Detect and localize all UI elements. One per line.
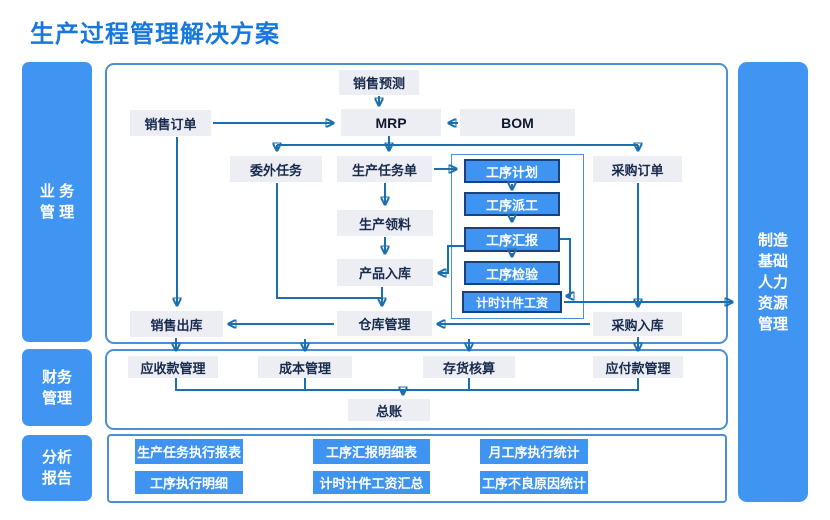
node-payables-management: 应付款管理 [593,356,683,378]
report-monthly-process-execution: 月工序执行统计 [480,439,588,464]
node-process-dispatch: 工序派工 [464,192,560,216]
report-production-task-execution: 生产任务执行报表 [135,439,243,464]
node-cost-management: 成本管理 [258,356,352,378]
node-purchase-inbound: 采购入库 [593,312,682,336]
node-product-inbound: 产品入库 [337,259,433,286]
report-process-report-detail: 工序汇报明细表 [313,439,430,464]
node-purchase-order: 采购订单 [593,156,682,182]
report-time-piece-wage-summary: 计时计件工资汇总 [313,471,430,494]
node-process-plan: 工序计划 [464,159,560,183]
node-production-task: 生产任务单 [337,156,432,182]
node-sales-order: 销售订单 [130,110,211,136]
node-process-inspection: 工序检验 [464,261,560,285]
sidebar-manufacturing-hr-resources: 制造 基础 人力 资源 管理 [738,62,808,502]
node-outsourcing-task: 委外任务 [230,156,322,182]
node-sales-forecast: 销售预测 [339,70,419,95]
sidebar-business-management: 业 务 管 理 [22,62,92,342]
node-bom: BOM [460,109,575,136]
node-receivables-management: 应收款管理 [128,356,218,378]
node-time-piece-wage: 计时计件工资 [462,291,562,313]
node-mrp: MRP [341,109,441,136]
sidebar-analysis-report: 分析 报告 [22,435,92,501]
node-inventory-accounting: 存货核算 [423,356,515,378]
node-process-report: 工序汇报 [464,227,560,252]
report-process-defect-cause: 工序不良原因统计 [480,471,588,494]
node-production-picking: 生产领料 [337,210,433,236]
report-process-execution-detail: 工序执行明细 [135,471,243,494]
sidebar-finance-management: 财务 管理 [22,349,92,426]
node-general-ledger: 总账 [348,399,430,421]
page-title: 生产过程管理解决方案 [30,21,280,48]
business-section-frame [105,63,728,344]
node-sales-outbound: 销售出库 [130,311,223,337]
node-warehouse-management: 仓库管理 [337,311,432,336]
